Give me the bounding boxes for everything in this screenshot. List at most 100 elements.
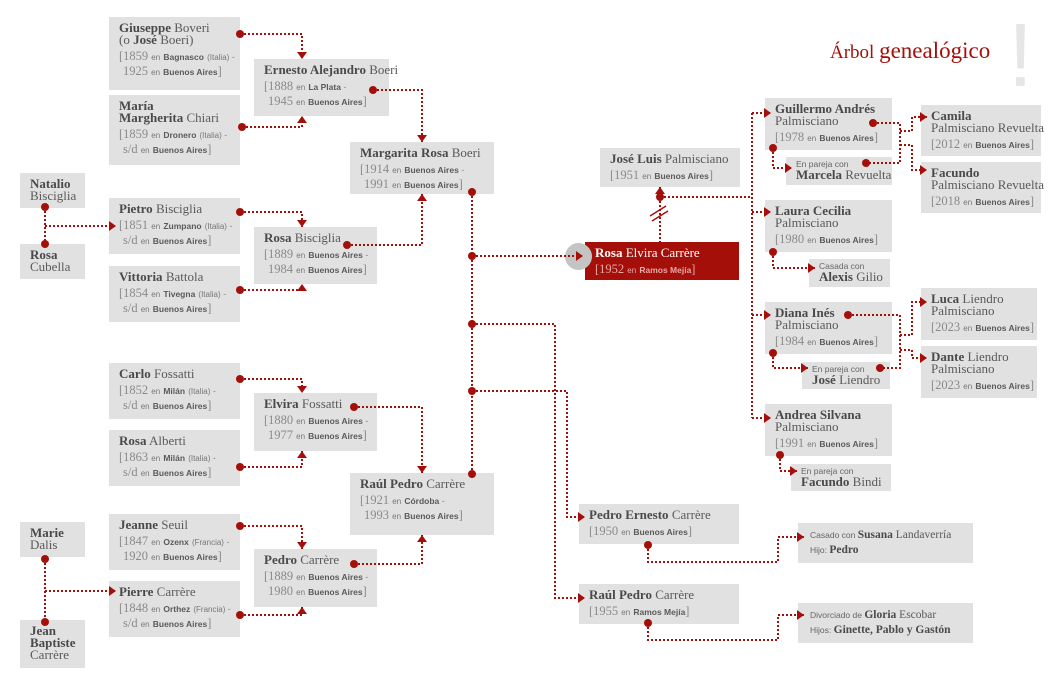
note-line: Divorciado de Gloria Escobar bbox=[810, 608, 965, 623]
exclamation-mark-decoration: ! bbox=[1008, 6, 1034, 106]
person-card-jeanne[interactable]: Jeanne Seuil1847 en Ozenx (Francia)1920 … bbox=[109, 514, 240, 570]
person-name: Rosa bbox=[30, 248, 79, 261]
place: Buenos Aires bbox=[152, 145, 208, 155]
preposition: en bbox=[392, 181, 402, 190]
preposition: en bbox=[151, 538, 161, 547]
relation-label: En pareja con bbox=[801, 466, 854, 476]
preposition: en bbox=[963, 141, 973, 150]
life-dates: 1921 en Córdoba bbox=[360, 494, 486, 508]
name-text: Dalis bbox=[30, 537, 58, 552]
name-text: Palmisciano Revuelta bbox=[931, 120, 1045, 135]
place: Buenos Aires bbox=[975, 140, 1030, 150]
place: Buenos Aires bbox=[308, 265, 363, 275]
year: 2018 bbox=[935, 194, 961, 208]
year: 1955 bbox=[593, 604, 619, 618]
year: 1914 bbox=[364, 162, 390, 176]
person-card-pedroe[interactable]: Pedro Ernesto Carrère1950 en Buenos Aire… bbox=[579, 504, 739, 544]
name-bold: Ernesto Alejandro bbox=[264, 62, 366, 77]
connector-dot bbox=[656, 193, 664, 201]
name-bold: Susana bbox=[857, 529, 893, 541]
person-card-guillermo[interactable]: Guillermo AndrésPalmisciano1978 en Bueno… bbox=[765, 98, 892, 150]
year: 1977 bbox=[268, 428, 293, 442]
name-text: Cubella bbox=[30, 259, 71, 274]
person-card-elvira[interactable]: Elvira Fossatti1880 en Buenos Aires1977 … bbox=[254, 393, 377, 451]
name-text: Palmisciano bbox=[775, 215, 839, 230]
relation-label: En pareja con bbox=[812, 364, 865, 374]
year: 1951 bbox=[614, 168, 640, 182]
place: Buenos Aires bbox=[308, 97, 363, 107]
life-dates: s/d en Buenos Aires bbox=[119, 399, 232, 413]
life-dates: s/d en Buenos Aires bbox=[119, 617, 232, 631]
place: Buenos Aires bbox=[819, 133, 874, 143]
person-card-laura[interactable]: Laura CeciliaPalmisciano1980 en Buenos A… bbox=[765, 200, 892, 252]
person-name: Palmisciano bbox=[775, 215, 884, 230]
connector-line bbox=[240, 284, 303, 291]
name-text: Hijo: bbox=[810, 545, 830, 555]
person-card-diana[interactable]: Diana InésPalmisciano1984 en Buenos Aire… bbox=[765, 302, 892, 354]
person-card-carlo[interactable]: Carlo Fossatti1852 en Milán (Italia)s/d … bbox=[109, 363, 240, 419]
person-card-rosaa[interactable]: Rosa Alberti1863 en Milán (Italia)s/d en… bbox=[109, 430, 240, 486]
person-card-raulp2[interactable]: Raúl Pedro Carrère1955 en Ramos Mejía bbox=[579, 584, 739, 624]
arrow-icon bbox=[417, 194, 427, 201]
person-name: Giuseppe Boveri bbox=[119, 21, 232, 34]
year: 2012 bbox=[935, 137, 961, 151]
place: Buenos Aires bbox=[819, 235, 874, 245]
relation-label: Casada con bbox=[819, 261, 865, 271]
year: s/d bbox=[123, 398, 138, 412]
person-card-pierre[interactable]: Pierre Carrère1848 en Orthez (Francia)s/… bbox=[109, 581, 240, 637]
life-dates: 1955 en Ramos Mejía bbox=[589, 605, 731, 619]
person-name: Pedro Carrère bbox=[264, 552, 369, 567]
person-card-margarita[interactable]: Margarita Rosa Boeri1914 en Buenos Aires… bbox=[350, 142, 494, 194]
name-bold: Luca bbox=[931, 291, 960, 306]
person-card-pedroc[interactable]: Pedro Carrère1889 en Buenos Aires1980 en… bbox=[254, 549, 377, 607]
name-bold: Baptiste bbox=[30, 635, 76, 650]
person-name: Elvira Fossatti bbox=[264, 397, 369, 410]
place: Buenos Aires bbox=[975, 197, 1030, 207]
person-card-vittoria[interactable]: Vittoria Battola1854 en Tivegna (Italia)… bbox=[109, 266, 240, 322]
preposition: en bbox=[963, 198, 973, 207]
place: Dronero bbox=[163, 130, 197, 140]
name-text: Carrère bbox=[296, 552, 340, 567]
name-text: Gilio bbox=[852, 268, 883, 284]
place: Buenos Aires bbox=[404, 165, 459, 175]
person-name: Rosa Elvira Carrère bbox=[595, 246, 731, 259]
preposition: en bbox=[151, 605, 161, 614]
person-card-dante[interactable]: Dante LiendroPalmisciano2023 en Buenos A… bbox=[921, 346, 1037, 398]
place: Zumpano bbox=[163, 221, 202, 231]
person-card-raulp[interactable]: Raúl Pedro Carrère1921 en Córdoba1993 en… bbox=[350, 473, 494, 535]
preposition: en bbox=[963, 382, 973, 391]
year: 1859 bbox=[123, 49, 149, 63]
person-card-pietro[interactable]: Pietro Bisciglia1851 en Zumpano (Italia)… bbox=[109, 198, 240, 254]
person-card-andrea[interactable]: Andrea SilvanaPalmisciano1991 en Buenos … bbox=[765, 404, 892, 456]
preposition: en bbox=[140, 620, 150, 629]
name-bold: José bbox=[812, 371, 836, 387]
connector-line bbox=[240, 525, 303, 549]
person-card-luca[interactable]: Luca LiendroPalmisciano2023 en Buenos Ai… bbox=[921, 288, 1037, 340]
arrow-icon bbox=[655, 187, 665, 194]
name-bold: Raúl Pedro bbox=[360, 476, 423, 491]
person-card-rosaelvira[interactable]: Rosa Elvira Carrère1952 en Ramos Mejía bbox=[585, 242, 739, 280]
name-bold: Jean bbox=[30, 623, 56, 638]
person-name: Pedro Ernesto Carrère bbox=[589, 508, 731, 521]
year: 1991 bbox=[779, 436, 805, 450]
person-card-ernesto[interactable]: Ernesto Alejandro Boeri1888 en La Plata1… bbox=[254, 59, 398, 116]
arrow-icon bbox=[297, 607, 307, 614]
person-card-rosab[interactable]: Rosa Bisciglia1889 en Buenos Aires1984 e… bbox=[254, 227, 377, 284]
year: 1863 bbox=[123, 450, 149, 464]
person-name: María bbox=[119, 99, 232, 112]
life-dates: s/d en Buenos Aires bbox=[119, 234, 232, 248]
person-card-joseluis[interactable]: José Luis Palmisciano1951 en Buenos Aire… bbox=[600, 148, 740, 187]
preposition: en bbox=[151, 131, 161, 140]
person-card-giuseppe[interactable]: Giuseppe Boveri(o José Boeri)1859 en Bag… bbox=[109, 17, 240, 90]
